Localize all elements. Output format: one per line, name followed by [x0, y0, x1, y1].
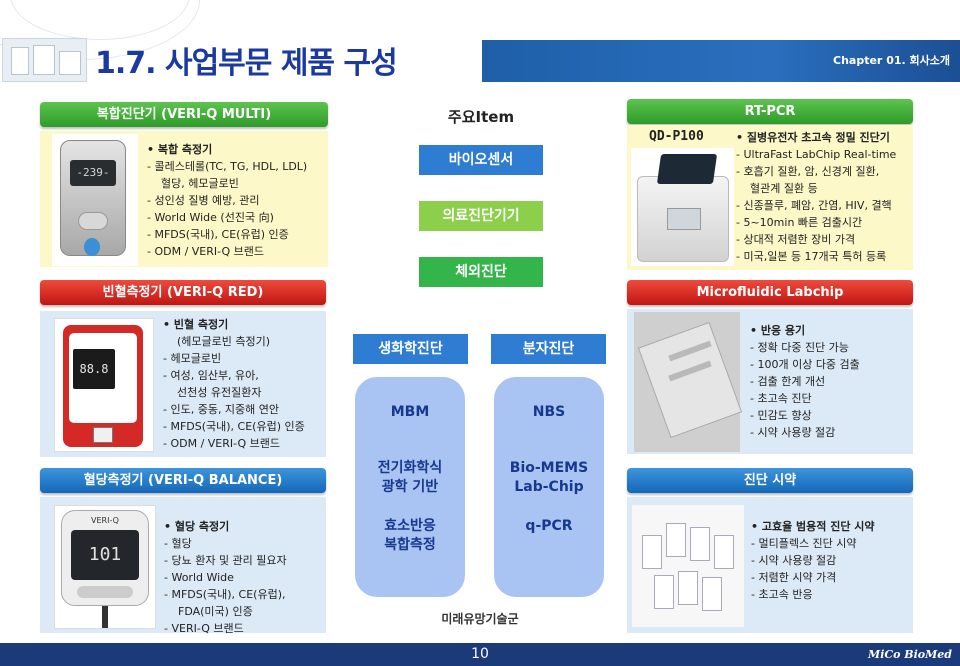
rtpcr-text: • 질병유전자 초고속 정밀 진단기 - UltraFast LabChip R… [736, 129, 896, 265]
red-device-screen: 88.8 [73, 349, 115, 389]
reagent-text: • 고효율 범용적 진단 시약 - 멀티플렉스 진단 시약 - 시약 사용량 절… [751, 518, 875, 603]
item-medical-device: 의료진단기기 [419, 201, 543, 231]
list-item: - 호흡기 질환, 암, 신경계 질환, [736, 165, 880, 178]
molecular-line: NBS [532, 404, 566, 420]
chapter-label: Chapter 01. 회사소개 [833, 54, 950, 67]
list-item: - 100개 이상 다중 검출 [750, 358, 860, 371]
rtpcr-device-image [631, 148, 734, 266]
list-item: - 여성, 임산부, 유아, [163, 369, 259, 382]
biochem-line: 광학 기반 [381, 479, 439, 495]
item-in-vitro: 체외진단 [419, 257, 543, 287]
multi-text: • 복합 측정기 - 콜레스테롤(TC, TG, HDL, LDL) 혈당, 헤… [147, 141, 307, 260]
list-item: - 초고속 진단 [750, 392, 812, 405]
list-item: - 시약 사용량 절감 [750, 426, 836, 439]
multi-device-screen: -239- [70, 160, 116, 186]
list-item: - World Wide [164, 571, 234, 584]
future-tech-label: 미래유망기술군 [441, 612, 519, 626]
biochem-line: 전기화학식 [377, 460, 443, 476]
multi-device-image: -239- [52, 134, 138, 266]
item-biosensor: 바이오센서 [419, 145, 543, 175]
footer-brand: MiCo BioMed [868, 648, 952, 661]
reagent-image [632, 505, 744, 627]
page-number: 10 [471, 646, 489, 662]
list-item: • 질병유전자 초고속 정밀 진단기 [736, 131, 890, 144]
red-header: 빈혈측정기 (VERI-Q RED) [40, 280, 326, 305]
list-item: - 멀티플렉스 진단 시약 [751, 537, 857, 550]
category-molecular-label: 분자진단 [491, 334, 606, 364]
balance-text: • 혈당 측정기 - 혈당 - 당뇨 환자 및 관리 필요자 - World W… [164, 518, 287, 637]
rtpcr-model: QD-P100 [649, 129, 704, 144]
balance-device-brand: VERI-Q [91, 516, 119, 525]
list-item: - 헤모글로빈 [163, 352, 222, 365]
biochem-line: 효소반응 [384, 518, 436, 534]
page-title: 1.7. 사업부문 제품 구성 [95, 46, 398, 81]
list-item: 혈관계 질환 등 [750, 182, 818, 195]
molecular-line: q-PCR [525, 518, 573, 534]
list-item: - 당뇨 환자 및 관리 필요자 [164, 554, 287, 567]
multi-header: 복합진단기 (VERI-Q MULTI) [40, 102, 328, 127]
list-item: - 콜레스테롤(TC, TG, HDL, LDL) [147, 160, 308, 173]
list-item: - 혈당 [164, 537, 192, 550]
list-item: - UltraFast LabChip Real-time [736, 148, 897, 161]
list-item: - 5~10min 빠른 검출시간 [736, 216, 863, 229]
footer-bar [0, 643, 960, 666]
list-item: (헤모글로빈 측정기) [177, 335, 271, 348]
list-item: - 인도, 중동, 지중해 연안 [163, 403, 280, 416]
balance-device-image: VERI-Q 101 [54, 505, 156, 629]
list-item: - 검출 한계 개선 [750, 375, 826, 388]
list-item: • 혈당 측정기 [164, 520, 230, 533]
list-item: • 빈혈 측정기 [163, 318, 229, 331]
list-item: • 반응 용기 [750, 324, 806, 337]
list-item: - 저렴한 시약 가격 [751, 571, 837, 584]
header-band [482, 40, 960, 82]
list-item: - 민감도 향상 [750, 409, 812, 422]
list-item: - World Wide (선진국 向) [147, 211, 274, 224]
list-item: - 상대적 저렴한 장비 가격 [736, 233, 856, 246]
list-item: - ODM / VERI-Q 브랜드 [163, 437, 281, 450]
list-item: 선천성 유전질환자 [177, 386, 262, 399]
labchip-header: Microfluidic Labchip [627, 280, 913, 305]
list-item: - 정확 다중 진단 가능 [750, 341, 849, 354]
list-item: - 미국,일본 등 17개국 특허 등록 [736, 250, 887, 263]
list-item: - VERI-Q 브랜드 [164, 622, 244, 635]
biochem-pill: MBM 전기화학식 광학 기반 효소반응 복합측정 [355, 377, 465, 597]
list-item: - ODM / VERI-Q 브랜드 [147, 245, 265, 258]
category-biochem-label: 생화학진단 [353, 334, 468, 364]
main-item-title: 주요Item [447, 108, 515, 126]
molecular-line: Lab-Chip [514, 479, 584, 495]
list-item: - MFDS(국내), CE(유럽) 인증 [163, 420, 305, 433]
list-item: 혈당, 헤모글로빈 [161, 177, 239, 190]
labchip-image [634, 312, 743, 452]
red-text: • 빈혈 측정기 (헤모글로빈 측정기) - 헤모글로빈 - 여성, 임산부, … [163, 316, 305, 452]
list-item: - 초고속 반응 [751, 588, 813, 601]
molecular-pill: NBS Bio-MEMS Lab-Chip q-PCR [494, 377, 604, 597]
balance-header: 혈당측정기 (VERI-Q BALANCE) [40, 468, 326, 493]
list-item: - 시약 사용량 절감 [751, 554, 837, 567]
reagent-header: 진단 시약 [627, 468, 913, 493]
biochem-line: MBM [390, 404, 430, 420]
list-item: • 고효율 범용적 진단 시약 [751, 520, 875, 533]
labchip-text: • 반응 용기 - 정확 다중 진단 가능 - 100개 이상 다중 검출 - … [750, 322, 860, 441]
rtpcr-header: RT-PCR [627, 99, 913, 124]
red-device-image: 88.8 [54, 318, 154, 452]
list-item: • 복합 측정기 [147, 143, 213, 156]
list-item: - 신종플루, 폐암, 간염, HIV, 결핵 [736, 199, 892, 212]
list-item: - MFDS(국내), CE(유럽), [164, 588, 286, 601]
header-product-image [2, 38, 87, 82]
biochem-line: 복합측정 [384, 537, 436, 553]
list-item: - 성인성 질병 예방, 관리 [147, 194, 260, 207]
molecular-line: Bio-MEMS [509, 460, 589, 476]
list-item: FDA(미국) 인증 [178, 605, 253, 618]
list-item: - MFDS(국내), CE(유럽) 인증 [147, 228, 289, 241]
balance-device-screen: 101 [71, 530, 139, 580]
